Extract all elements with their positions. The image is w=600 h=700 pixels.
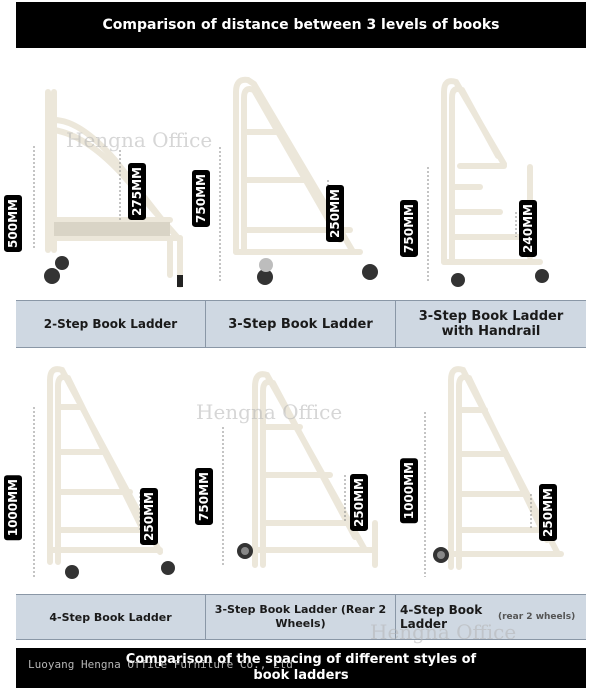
- step-spacing-label: 250MM: [326, 185, 344, 242]
- height-label: 750MM: [400, 200, 418, 257]
- ladder-3-step-handrail-image: [427, 78, 549, 287]
- step-spacing-label: 250MM: [350, 474, 368, 531]
- label-note: (rear 2 wheels): [498, 612, 576, 622]
- step-spacing-label: 250MM: [140, 488, 158, 545]
- label-line-1: 3-Step Book Ladder (Rear 2: [214, 603, 387, 616]
- ladder-2-step-image: [33, 89, 183, 288]
- ladder-3-step-rear-wheels-image: [222, 371, 378, 568]
- ladder-3-step-image: [219, 76, 378, 285]
- top-labels-row: 2-Step Book Ladder 3-Step Book Ladder 3-…: [16, 300, 586, 348]
- height-label: 500MM: [4, 195, 22, 252]
- label-4-step-rear-wheels: 4-Step Book Ladder (rear 2 wheels): [396, 595, 586, 639]
- footer-line-1: Comparison of the spacing of different s…: [125, 652, 477, 667]
- footer-line-2: book ladders: [253, 668, 349, 683]
- height-label: 750MM: [192, 170, 210, 227]
- label-3-step-handrail: 3-Step Book Ladder with Handrail: [418, 309, 564, 339]
- height-label: 750MM: [195, 468, 213, 525]
- label-line-2: Wheels): [275, 617, 326, 630]
- step-spacing-label: 240MM: [519, 200, 537, 257]
- footer-bar: Comparison of the spacing of different s…: [16, 648, 586, 688]
- step-spacing-label: 250MM: [539, 484, 557, 541]
- header-bar: Comparison of distance between 3 levels …: [16, 2, 586, 48]
- height-label: 1000MM: [400, 458, 418, 524]
- label-4-step: 4-Step Book Ladder: [16, 595, 206, 639]
- header-title: Comparison of distance between 3 levels …: [102, 17, 500, 33]
- bottom-labels-row: 4-Step Book Ladder 3-Step Book Ladder (R…: [16, 594, 586, 640]
- step-spacing-label: 275MM: [128, 163, 146, 220]
- label-3-step-rear-wheels: 3-Step Book Ladder (Rear 2 Wheels): [206, 595, 396, 639]
- height-label: 1000MM: [4, 475, 22, 541]
- label-main: 4-Step Book Ladder: [400, 603, 483, 631]
- ladder-4-step-image: [33, 366, 175, 579]
- ladder-4-step-rear-wheels-image: [424, 366, 564, 577]
- label-2-step: 2-Step Book Ladder: [16, 301, 206, 347]
- label-3-step: 3-Step Book Ladder: [206, 301, 396, 347]
